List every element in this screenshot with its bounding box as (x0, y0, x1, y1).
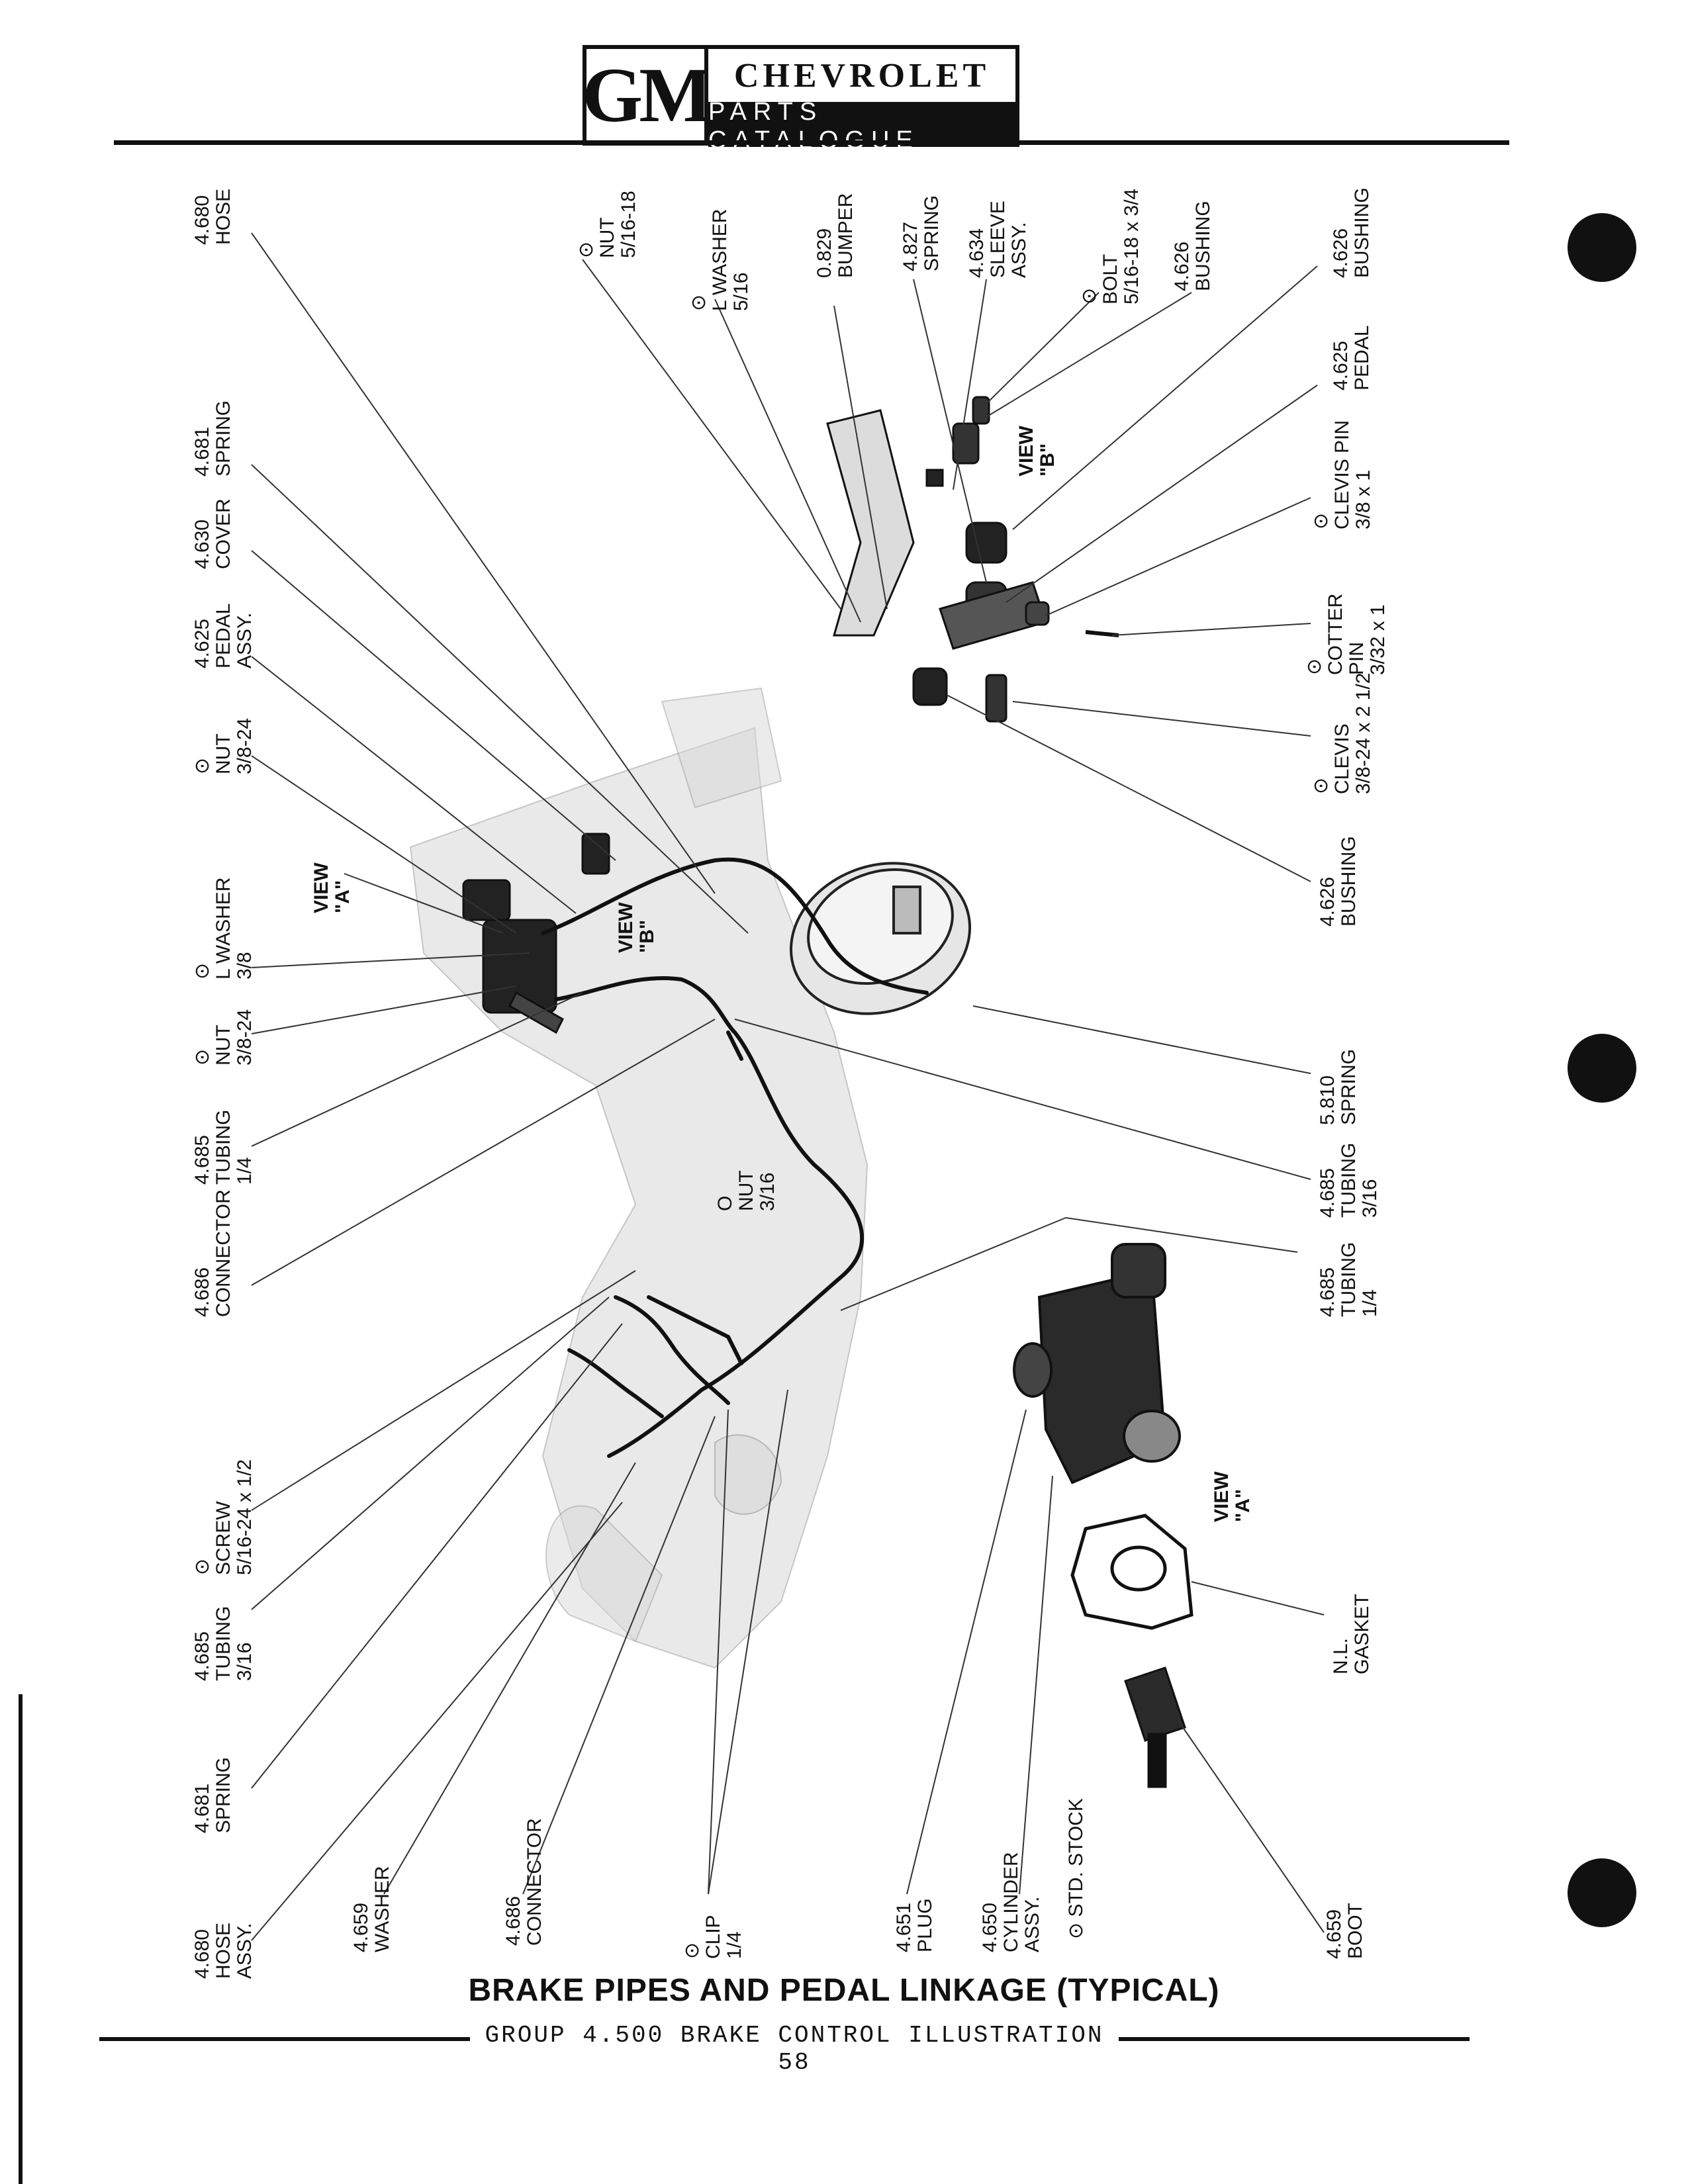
header-rule (114, 140, 1509, 145)
brand-title: CHEVROLET (733, 56, 990, 95)
punch-hole-top (1568, 213, 1636, 282)
punch-hole-bottom (1568, 1858, 1636, 1927)
master-cylinder-cover (789, 862, 972, 1015)
master-cylinder-view-a (1013, 1243, 1181, 1484)
footer-group-text: GROUP 4.500 BRAKE CONTROL ILLUSTRATION 5… (485, 2022, 1104, 2076)
callout-view-a-left: VIEW"A" (310, 862, 353, 913)
punch-hole-middle (1568, 1034, 1636, 1103)
boot-part (1124, 1666, 1186, 1788)
footer-rule-right (1119, 2037, 1470, 2041)
gm-logo: GM (582, 45, 713, 146)
callout-view-a-right: VIEW"A" (1211, 1471, 1254, 1522)
brand-box: CHEVROLET (708, 45, 1019, 106)
callout-gasket: N.L.GASKET (1330, 1594, 1373, 1674)
callout-std-stock: ⊙ STD. STOCK (1065, 1798, 1087, 1939)
footer-rule-left (99, 2037, 470, 2041)
callout-view-b-mid: VIEW"B" (615, 902, 658, 953)
gasket-part (1070, 1514, 1194, 1630)
vehicle-frame-shading (409, 687, 868, 1669)
binding-edge (19, 1694, 23, 2184)
brake-tubing (541, 857, 929, 1458)
callout-view-b-top: VIEW"B" (1015, 426, 1058, 477)
pedal-linkage-view-b (826, 396, 1119, 723)
leader-lines (251, 232, 1325, 1941)
diagram-caption: BRAKE PIPES AND PEDAL LINKAGE (TYPICAL) (468, 1973, 1220, 2008)
gm-logo-text: GM (582, 52, 712, 138)
